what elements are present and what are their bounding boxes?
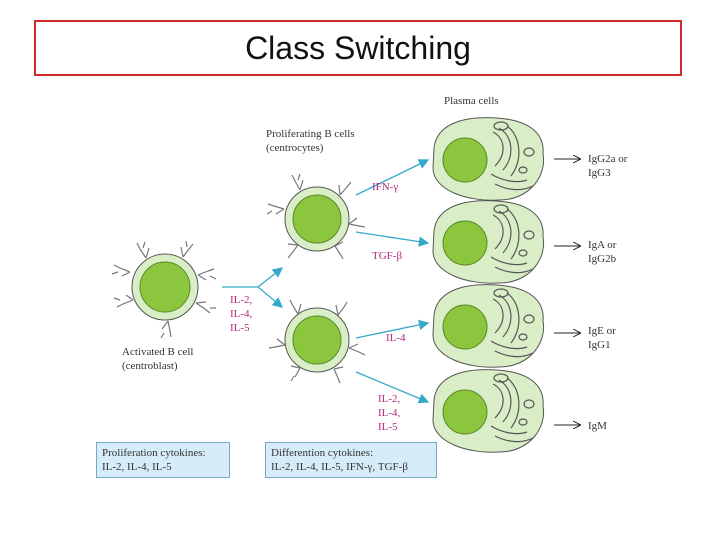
proliferating-label-line1: Proliferating B cells (266, 128, 355, 140)
output-1-line2: IgG3 (588, 167, 611, 179)
proliferation-cytokines-list: IL-2, IL-4, IL-5 (102, 461, 172, 473)
arrow-to-plasma-4 (355, 371, 430, 404)
plasma-cell-1 (432, 117, 545, 201)
arrow-to-plasma-2 (355, 231, 430, 247)
tgf-beta-label: TGF-β (372, 250, 402, 262)
arrow-to-plasma-3 (355, 319, 430, 339)
differention-cytokines-list: IL-2, IL-4, IL-5, IFN-γ, TGF-β (271, 461, 408, 473)
proliferation-cytokines-box: Proliferation cytokines: IL-2, IL-4, IL-… (96, 442, 230, 478)
plasma-cell-2 (432, 200, 545, 284)
proliferation-cytokines-title: Proliferation cytokines: (102, 447, 206, 459)
differention-cytokines-box: Differention cytokines: IL-2, IL-4, IL-5… (265, 442, 437, 478)
differention-cytokines-title: Differention cytokines: (271, 447, 374, 459)
lower-cytokine-2: IL-4, (378, 407, 401, 419)
output-3-line2: IgG1 (588, 339, 611, 351)
branch-cytokine-1: IL-2, (230, 294, 253, 306)
output-1-line1: IgG2a or (588, 153, 628, 165)
plasma-cells-label: Plasma cells (444, 95, 499, 107)
branch-cytokine-2: IL-4, (230, 308, 253, 320)
page-title: Class Switching (245, 29, 471, 66)
ifn-gamma-label: IFN-γ (372, 181, 398, 193)
output-2-line1: IgA or (588, 239, 617, 251)
proliferating-label-line2: (centrocytes) (266, 142, 324, 154)
branch-arrow-up (257, 267, 284, 288)
lower-cytokine-1: IL-2, (378, 393, 401, 405)
proliferating-b-cell-upper (266, 173, 366, 260)
branch-arrow-down (257, 286, 283, 308)
output-3-line1: IgE or (588, 325, 616, 337)
title-box: Class Switching (34, 20, 682, 76)
activated-b-cell (111, 240, 217, 339)
proliferating-b-cell-lower (268, 299, 366, 384)
arrow-to-plasma-1 (355, 159, 430, 196)
branch-cytokine-3: IL-5 (230, 322, 250, 334)
lower-cytokine-3: IL-5 (378, 421, 398, 433)
activated-label-line1: Activated B cell (122, 346, 193, 358)
output-2-line2: IgG2b (588, 253, 617, 265)
il4-label: IL-4 (386, 332, 406, 344)
output-4-line1: IgM (588, 420, 607, 432)
activated-label-line2: (centroblast) (122, 360, 178, 372)
plasma-cell-4 (432, 369, 545, 453)
plasma-cell-3 (432, 284, 545, 368)
